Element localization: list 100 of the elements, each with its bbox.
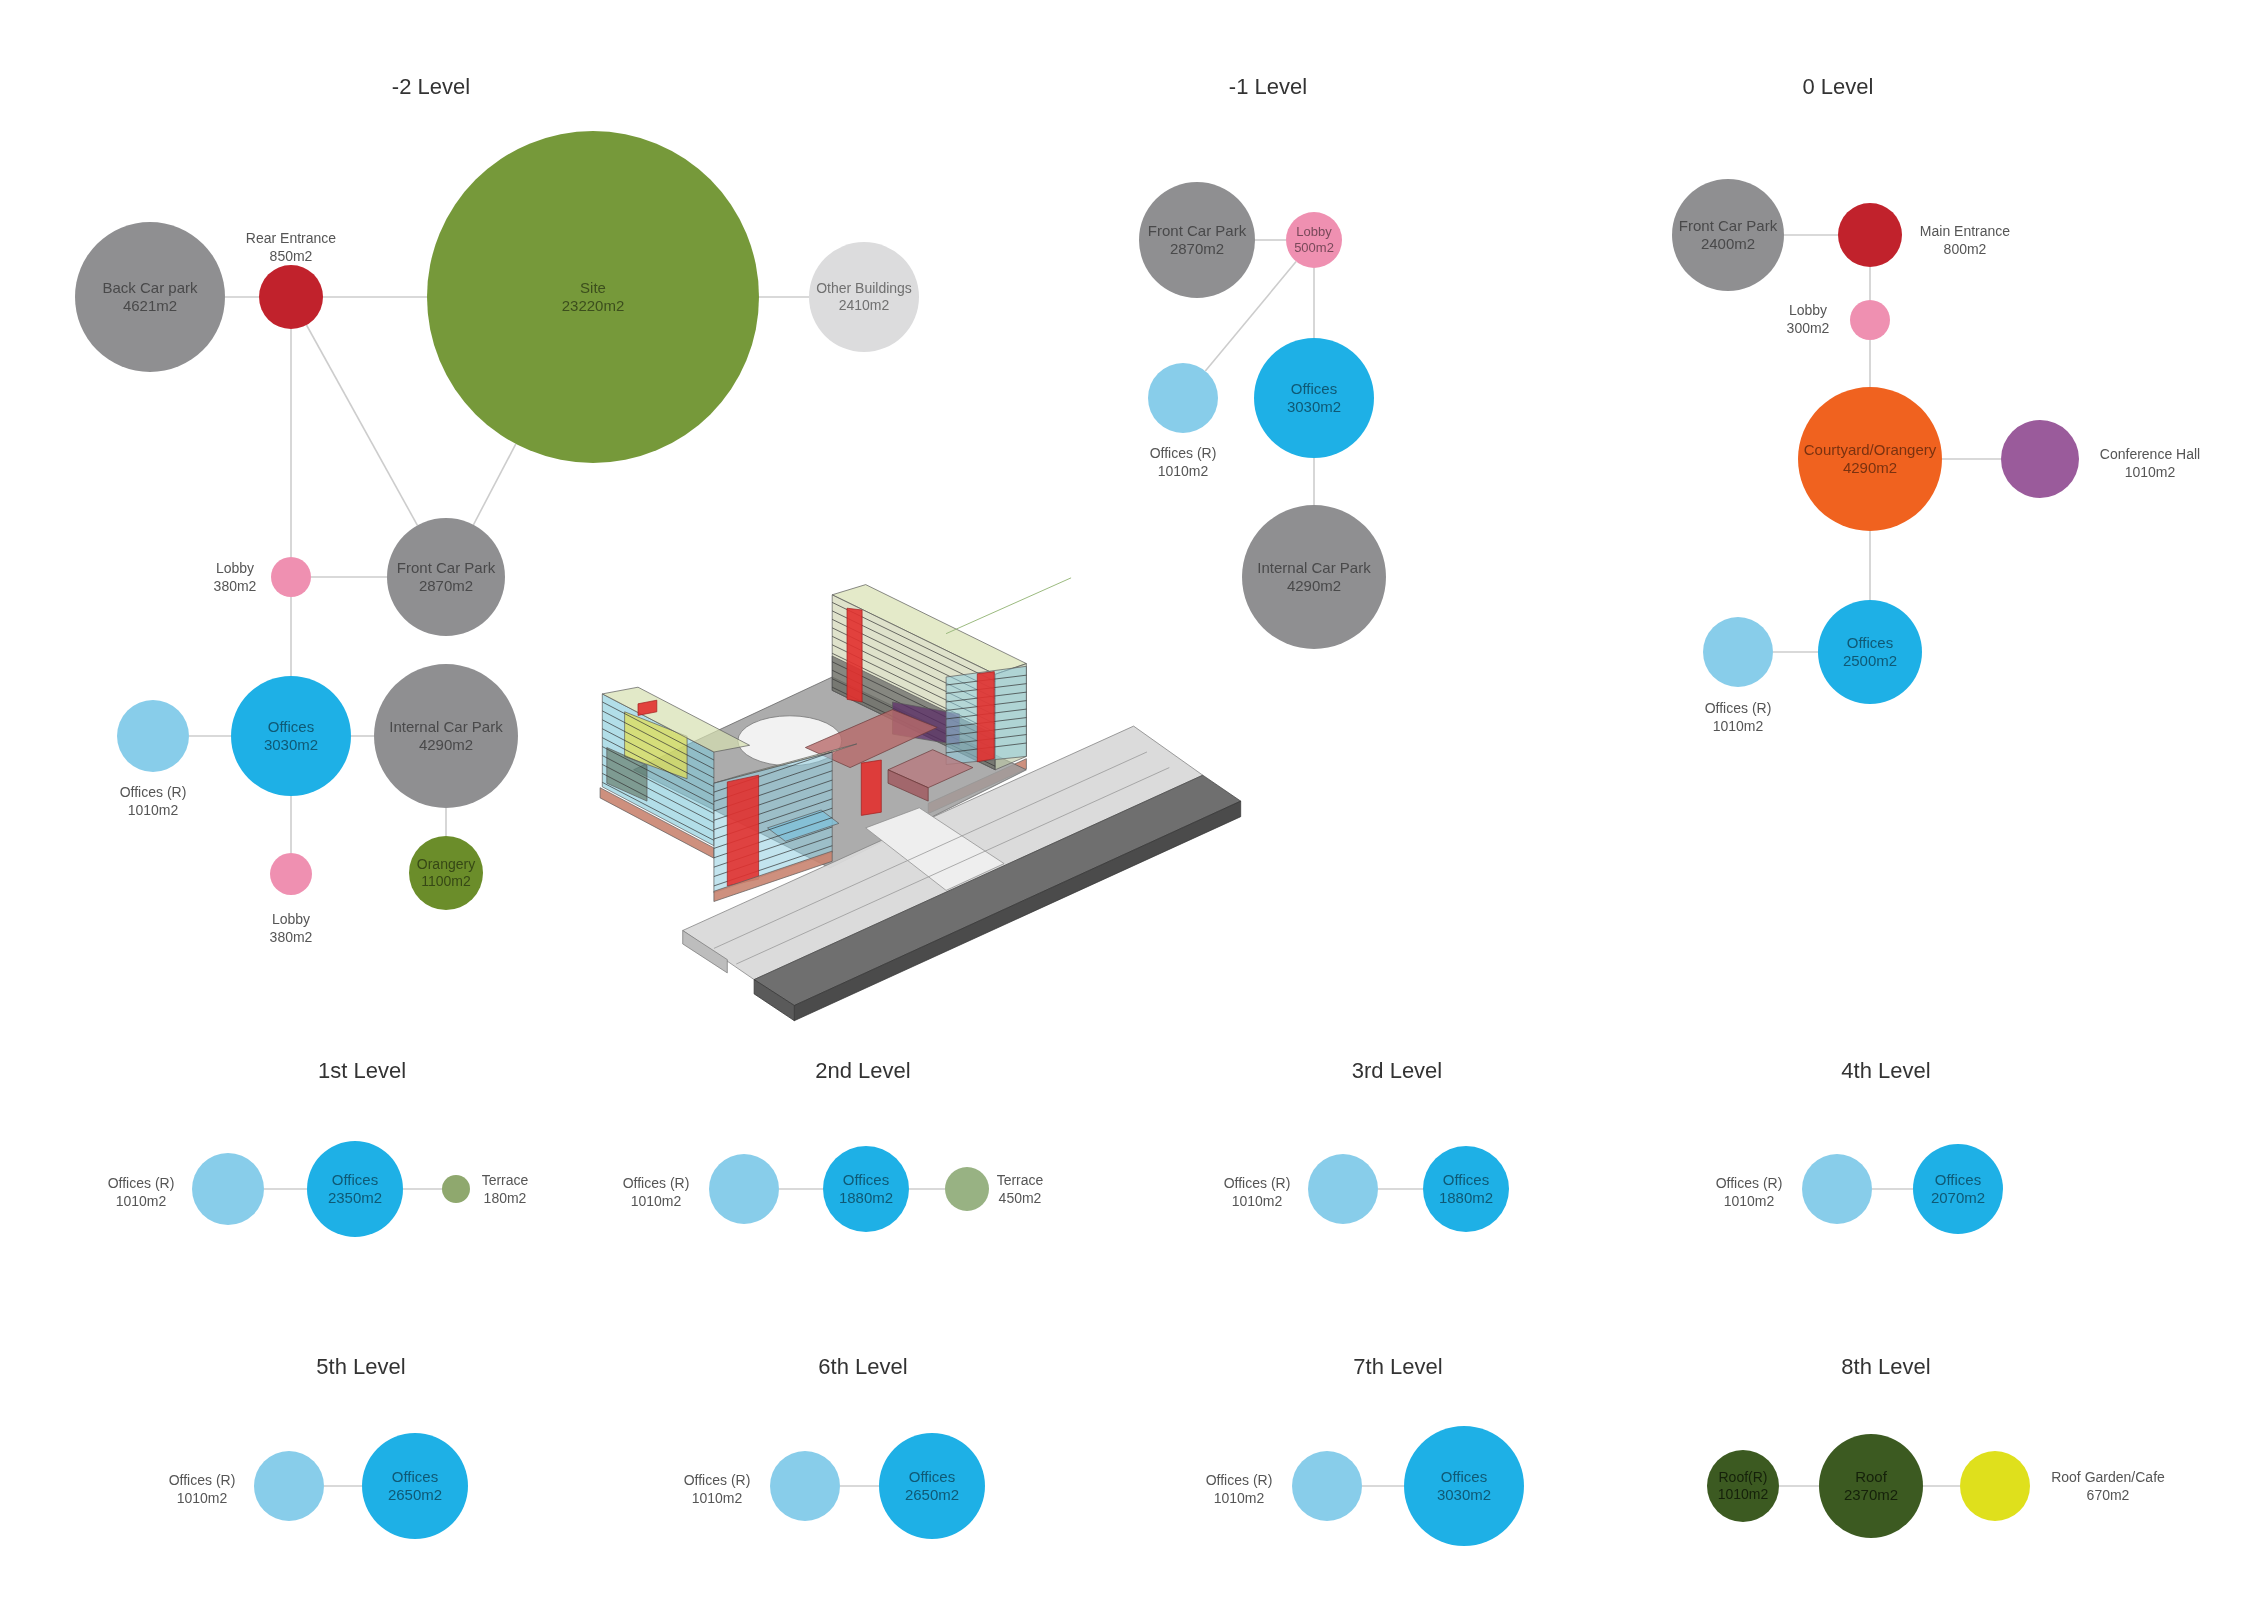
area-label: 2400m2	[1700, 235, 1756, 253]
connector-line	[1204, 260, 1297, 372]
space-name-label: Terrace	[481, 1170, 529, 1189]
area-label: 1010m2	[1722, 1192, 1776, 1211]
space-name-label: Offices (R)	[1715, 1173, 1783, 1192]
space-name-label: Front Car Park	[1678, 217, 1778, 235]
connector-line	[188, 735, 232, 737]
space-name-label: Offices	[1846, 634, 1894, 652]
area-label: 2650m2	[387, 1486, 443, 1504]
level-heading: 8th Level	[1841, 1354, 1931, 1380]
level-heading: 0 Level	[1802, 74, 1874, 100]
connector-line	[290, 328, 292, 558]
space-name-label: Rear Entrance	[245, 228, 337, 247]
area-label: 3030m2	[1436, 1486, 1492, 1504]
area-label: 800m2	[1942, 240, 1988, 259]
space-name-label: Other Buildings	[816, 280, 912, 297]
area-label: 4290m2	[1842, 459, 1898, 477]
connector-line	[1922, 1485, 1961, 1487]
connector-line	[1361, 1485, 1405, 1487]
space-name-label: Offices (R)	[1205, 1470, 1273, 1489]
connector-line	[1783, 234, 1839, 236]
area-label: 1010m2	[175, 1489, 229, 1508]
space-name-label: Terrace	[996, 1170, 1044, 1189]
space-name-label: Offices (R)	[683, 1470, 751, 1489]
connector-line	[758, 296, 810, 298]
area-label: 1010m2	[629, 1192, 683, 1211]
connector-line	[1869, 530, 1871, 601]
connector-line	[1313, 267, 1315, 339]
area-label: 1010m2	[1711, 717, 1765, 736]
space-name-label: Orangery	[416, 856, 476, 873]
space-name-label: Offices (R)	[1704, 698, 1772, 717]
area-label: 1880m2	[838, 1189, 894, 1207]
area-label: 670m2	[2085, 1486, 2131, 1505]
level-heading: 4th Level	[1841, 1058, 1931, 1084]
area-label: 180m2	[482, 1189, 528, 1208]
area-label: 1010m2	[2123, 463, 2177, 482]
connector-line	[322, 296, 428, 298]
area-label: 1010m2	[114, 1192, 168, 1211]
area-label: 1010m2	[1717, 1486, 1769, 1503]
space-name-label: Offices (R)	[119, 782, 187, 801]
area-label: 1010m2	[690, 1489, 744, 1508]
level-heading: 3rd Level	[1351, 1058, 1443, 1084]
area-label: 1010m2	[1212, 1489, 1266, 1508]
connector-line	[472, 443, 517, 526]
connector-line	[290, 596, 292, 677]
area-label: 2650m2	[904, 1486, 960, 1504]
area-label: 3030m2	[263, 736, 319, 754]
area-label: 2870m2	[418, 577, 474, 595]
space-name-label: Courtyard/Orangery	[1803, 441, 1937, 459]
area-label: 2500m2	[1842, 652, 1898, 670]
connector-line	[1254, 239, 1287, 241]
space-name-label: Lobby	[270, 909, 312, 928]
area-label: 2870m2	[1169, 240, 1225, 258]
connector-line	[1377, 1188, 1424, 1190]
space-name-label: Front Car Park	[1147, 222, 1247, 240]
space-name-label: Lobby	[1296, 224, 1332, 240]
space-name-label: Offices	[331, 1171, 379, 1189]
space-name-label: Offices (R)	[622, 1173, 690, 1192]
connector-line	[1871, 1188, 1914, 1190]
level-heading: -1 Level	[1228, 74, 1308, 100]
space-name-label: Lobby	[214, 558, 256, 577]
area-label: 500m2	[1294, 240, 1334, 256]
area-label: 4290m2	[418, 736, 474, 754]
space-name-label: Roof	[1855, 1468, 1887, 1486]
area-label: 1010m2	[1230, 1192, 1284, 1211]
space-name-label: Internal Car Park	[389, 718, 503, 736]
area-label: 2350m2	[327, 1189, 383, 1207]
connector-line	[1772, 651, 1819, 653]
connector-line	[1313, 457, 1315, 506]
space-name-label: Lobby	[1787, 300, 1829, 319]
space-name-label: Main Entrance	[1919, 221, 2011, 240]
area-label: 850m2	[268, 247, 314, 266]
area-bubble	[270, 853, 312, 895]
space-name-label: Roof(R)	[1718, 1469, 1768, 1486]
area-bubble	[1286, 212, 1342, 268]
connector-line	[350, 735, 375, 737]
connector-line	[1869, 339, 1871, 388]
connector-line	[402, 1188, 443, 1190]
area-bubble	[945, 1167, 989, 1211]
space-name-label: Offices	[1442, 1171, 1490, 1189]
area-label: 1880m2	[1438, 1189, 1494, 1207]
connector-line	[1941, 458, 2002, 460]
area-label: 380m2	[213, 577, 257, 596]
connector-line	[908, 1188, 946, 1190]
space-name-label: Offices	[842, 1171, 890, 1189]
space-name-label: Offices (R)	[1149, 443, 1217, 462]
connector-line	[1778, 1485, 1820, 1487]
connector-line	[323, 1485, 363, 1487]
area-label: 3030m2	[1286, 398, 1342, 416]
space-name-label: Internal Car Park	[1257, 559, 1371, 577]
space-name-label: Roof Garden/Cafe	[2051, 1467, 2165, 1486]
connector-line	[839, 1485, 880, 1487]
area-label: 1010m2	[1156, 462, 1210, 481]
area-label: 4621m2	[122, 297, 178, 315]
connector-line	[290, 795, 292, 854]
area-label: 4290m2	[1286, 577, 1342, 595]
connector-line	[305, 324, 419, 527]
level-heading: 6th Level	[818, 1354, 908, 1380]
level-heading: 1st Level	[317, 1058, 407, 1084]
connector-line	[310, 576, 388, 578]
